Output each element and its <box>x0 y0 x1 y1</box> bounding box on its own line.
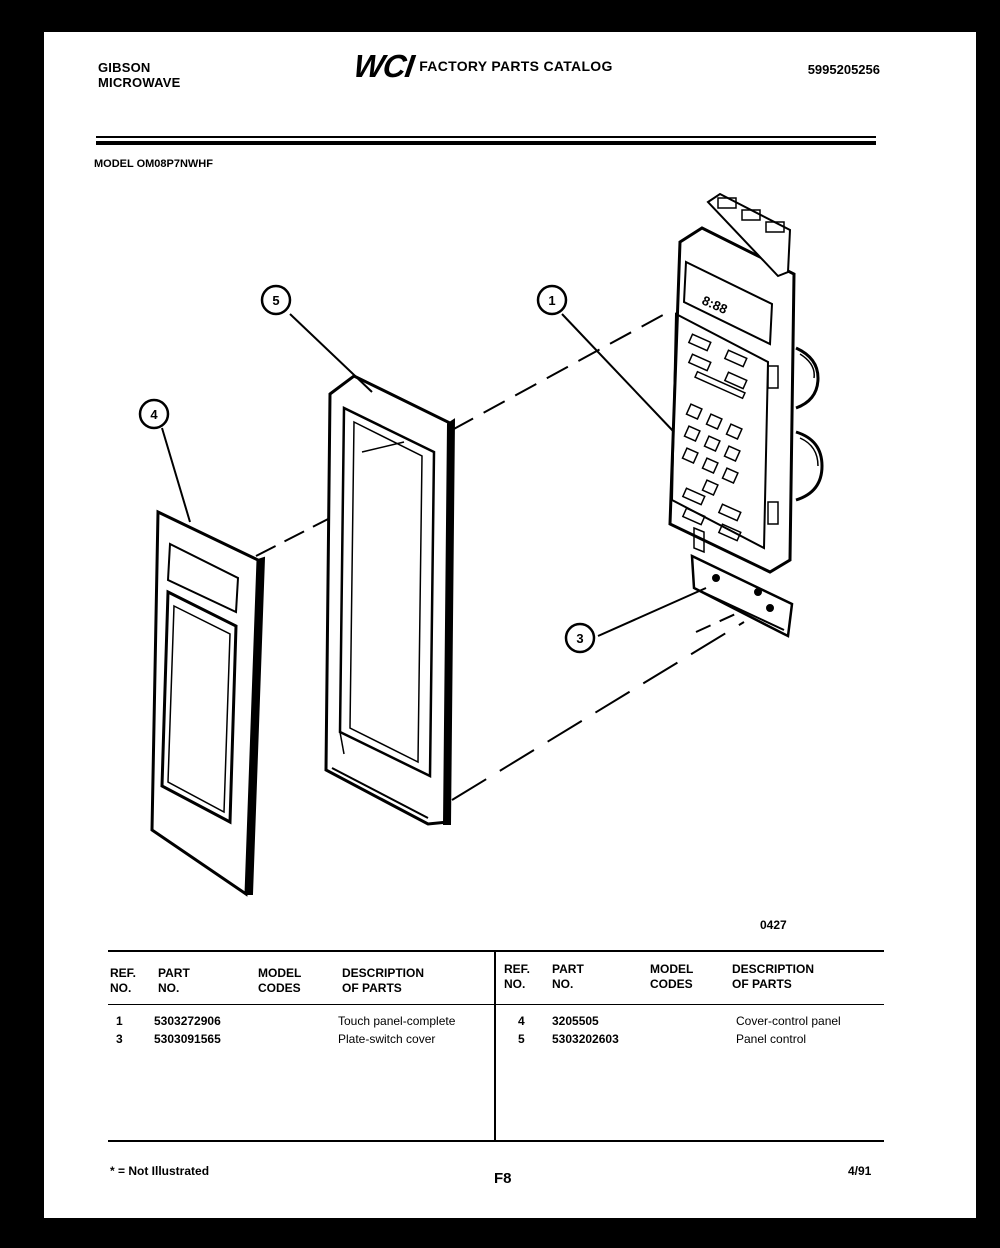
header-rule-bottom <box>96 141 876 145</box>
revision-date: 4/91 <box>848 1164 872 1178</box>
callout-4-label: 4 <box>150 407 158 422</box>
callout-3-label: 3 <box>576 631 583 646</box>
panel-control-frame-part <box>324 374 456 826</box>
row-description: Cover-control panel <box>736 1014 841 1028</box>
product-type: MICROWAVE <box>98 75 181 90</box>
catalog-title: FACTORY PARTS CATALOG <box>419 58 613 74</box>
row-part-no: 5303272906 <box>154 1014 221 1028</box>
leader-4 <box>161 427 191 523</box>
figure-code: 0427 <box>760 918 787 932</box>
table-top-rule <box>108 950 884 952</box>
catalog-page: GIBSON MICROWAVE WCI FACTORY PARTS CATAL… <box>44 32 976 1218</box>
table-divider <box>494 950 496 1142</box>
leader-3 <box>597 587 707 637</box>
callout-1-label: 1 <box>548 293 555 308</box>
row-ref: 5 <box>518 1032 525 1046</box>
touch-panel-part: 8:88 <box>668 192 824 574</box>
explode-line-bottom <box>451 621 745 801</box>
row-ref: 4 <box>518 1014 525 1028</box>
table-bottom-rule <box>108 1140 884 1142</box>
explode-line-top <box>451 309 673 431</box>
callout-5-circle <box>260 284 292 316</box>
model-label: MODEL OM08P7NWHF <box>94 158 213 170</box>
leader-1 <box>561 313 675 433</box>
row-ref: 3 <box>116 1032 123 1046</box>
footer-note: * = Not Illustrated <box>110 1164 210 1178</box>
table-header-rule <box>108 1004 884 1005</box>
header-ref-right: REF.NO. <box>504 962 531 991</box>
row-description: Panel control <box>736 1032 807 1046</box>
cover-control-panel-part <box>150 509 266 897</box>
row-part-no: 5303202603 <box>552 1032 619 1046</box>
brand-name: GIBSON <box>98 60 151 75</box>
brand-block: GIBSON MICROWAVE <box>98 60 180 90</box>
row-description: Touch panel-complete <box>338 1014 456 1028</box>
exploded-parts-diagram: 8:88 <box>138 192 824 897</box>
row-description: Plate-switch cover <box>338 1032 436 1046</box>
callout-3-circle <box>564 622 596 654</box>
plate-switch-cover-part <box>690 526 794 638</box>
catalog-number: 5995205256 <box>807 62 880 77</box>
header-ref-left: REF.NO. <box>110 966 137 995</box>
row-part-no: 5303091565 <box>154 1032 221 1046</box>
callout-1-circle <box>536 284 568 316</box>
callout-4-circle <box>138 398 170 430</box>
leader-5 <box>289 313 373 393</box>
catalog-header: WCI FACTORY PARTS CATALOG <box>351 48 613 84</box>
callout-5-label: 5 <box>272 293 279 308</box>
header-rule-top <box>96 136 876 138</box>
page-number: F8 <box>494 1170 512 1187</box>
row-part-no: 3205505 <box>552 1014 599 1028</box>
row-ref: 1 <box>116 1014 123 1028</box>
